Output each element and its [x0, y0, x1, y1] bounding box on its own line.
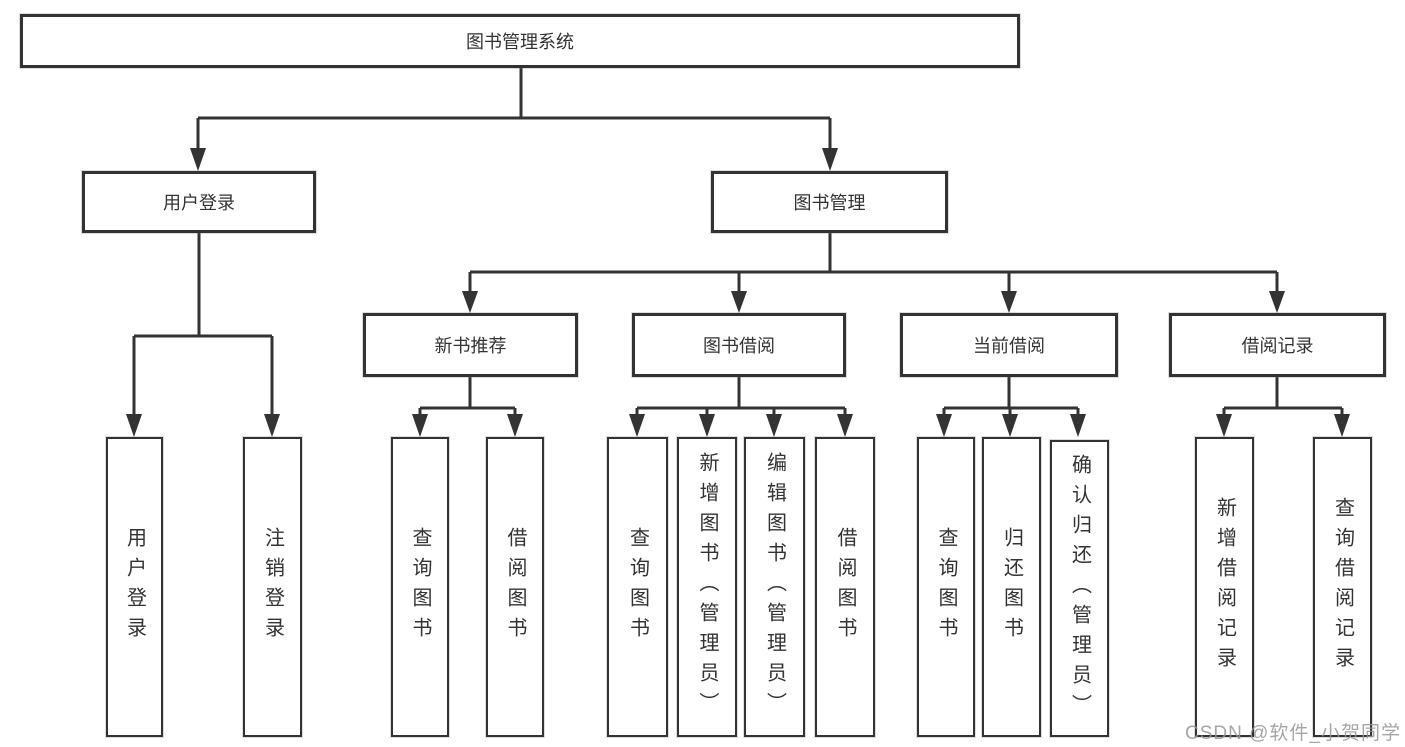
node-borrowing-records-label: 借阅记录	[1241, 336, 1314, 356]
leaf-confirm-return-admin: 确认归还（管理员）	[1050, 440, 1109, 737]
node-book-borrowing-label: 图书借阅	[703, 336, 775, 356]
node-user-login: 用户登录	[82, 171, 316, 233]
node-book-management: 图书管理	[711, 171, 948, 233]
leaf-query-books-3: 查询图书	[917, 437, 975, 737]
node-root-library-system: 图书管理系统	[20, 14, 1020, 68]
leaf-borrow-books-1-label: 借阅图书	[504, 527, 526, 647]
leaf-confirm-return-admin-label: 确认归还（管理员）	[1068, 453, 1091, 724]
leaf-user-login-label: 用户登录	[123, 527, 146, 647]
leaf-add-books-admin: 新增图书（管理员）	[677, 437, 737, 737]
leaf-query-books-1: 查询图书	[391, 437, 449, 737]
leaf-user-login: 用户登录	[106, 437, 163, 737]
leaf-query-books-2-label: 查询图书	[626, 527, 649, 647]
leaf-borrow-books-1: 借阅图书	[486, 437, 544, 737]
leaf-query-books-1-label: 查询图书	[409, 527, 431, 647]
leaf-query-borrow-record-label: 查询借阅记录	[1331, 497, 1354, 677]
leaf-query-borrow-record: 查询借阅记录	[1313, 437, 1372, 737]
leaf-borrow-books-2: 借阅图书	[815, 437, 875, 737]
leaf-add-borrow-record-label: 新增借阅记录	[1213, 497, 1236, 677]
leaf-query-books-2: 查询图书	[607, 437, 668, 737]
leaf-edit-books-admin-label: 编辑图书（管理员）	[763, 452, 786, 722]
leaf-query-books-3-label: 查询图书	[935, 527, 957, 647]
node-current-borrowing-label: 当前借阅	[973, 336, 1045, 356]
leaf-return-books: 归还图书	[982, 437, 1041, 737]
leaf-borrow-books-2-label: 借阅图书	[834, 527, 856, 647]
node-new-book-recommend-label: 新书推荐	[434, 336, 507, 356]
leaf-edit-books-admin: 编辑图书（管理员）	[744, 437, 805, 737]
node-new-book-recommend: 新书推荐	[363, 313, 578, 377]
node-book-borrowing: 图书借阅	[632, 313, 846, 377]
leaf-add-books-admin-label: 新增图书（管理员）	[696, 452, 718, 722]
node-book-management-label: 图书管理	[793, 193, 866, 213]
leaf-add-borrow-record: 新增借阅记录	[1195, 437, 1254, 737]
node-current-borrowing: 当前借阅	[900, 313, 1118, 377]
csdn-watermark: CSDN @软件_小贺同学	[1185, 723, 1401, 744]
leaf-return-books-label: 归还图书	[1000, 527, 1023, 647]
node-borrowing-records: 借阅记录	[1169, 313, 1386, 377]
leaf-logout: 注销登录	[243, 437, 302, 737]
node-user-login-label: 用户登录	[163, 193, 235, 213]
node-root-label: 图书管理系统	[466, 32, 574, 52]
leaf-logout-label: 注销登录	[261, 527, 284, 647]
